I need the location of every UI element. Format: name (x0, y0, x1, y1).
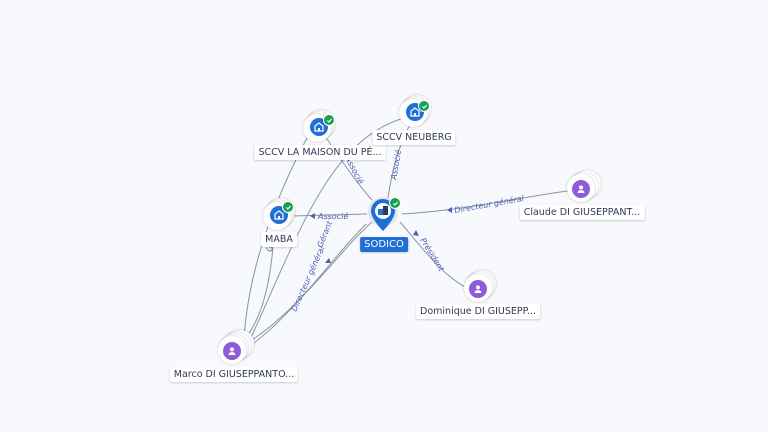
edge-label-dg-marco: Directeur général (289, 244, 327, 313)
person-node-claude[interactable] (567, 170, 601, 202)
verified-check-icon (418, 100, 430, 112)
company-node-sccv-maison[interactable] (303, 110, 335, 142)
verified-check-icon (282, 201, 294, 213)
edge-sodico-claude (401, 189, 577, 215)
company-node-maba[interactable] (263, 198, 295, 230)
person-node-marco[interactable] (218, 330, 254, 364)
person-label-dominique[interactable]: Dominique DI GIUSEPP... (416, 304, 540, 319)
person-icon (572, 180, 590, 198)
arrow-marco (325, 258, 331, 263)
center-node-label[interactable]: SODICO (360, 237, 408, 252)
person-node-dominique[interactable] (464, 270, 496, 302)
company-label-maba[interactable]: MABA (261, 232, 297, 247)
center-node-pin[interactable] (367, 196, 401, 236)
person-icon (469, 280, 487, 298)
edge-sodico-marco-dg (243, 223, 367, 351)
arrow-maba (310, 213, 315, 219)
arrow-dominique (413, 230, 419, 236)
company-label-sccv-maison[interactable]: SCCV LA MAISON DU PÉ... (254, 145, 386, 160)
edge-label-gerant: Gérant (315, 219, 335, 249)
edge-sodico-dominique (399, 221, 473, 291)
edge-sodico-maba (291, 213, 368, 217)
arrow-claude (447, 207, 452, 213)
edge-label-maba-marco: G (265, 245, 275, 252)
company-node-sccv-neuberg[interactable] (399, 95, 431, 127)
verified-check-icon (323, 114, 335, 126)
person-icon (223, 342, 241, 360)
edge-label-president: Président (418, 236, 447, 274)
person-label-claude[interactable]: Claude DI GIUSEPPANT... (519, 205, 645, 220)
company-label-sccv-neuberg[interactable]: SCCV NEUBERG (372, 130, 456, 145)
edge-label-associe-neuberg: Associé (388, 149, 403, 182)
edge-label-dg-claude: Directeur général (454, 193, 526, 215)
edge-label-associe-maba: Associé (317, 211, 348, 221)
verified-check-icon (389, 197, 401, 209)
person-label-marco[interactable]: Marco DI GIUSEPPANTO... (169, 367, 299, 382)
edge-sodico-marco-gerant (245, 221, 373, 345)
